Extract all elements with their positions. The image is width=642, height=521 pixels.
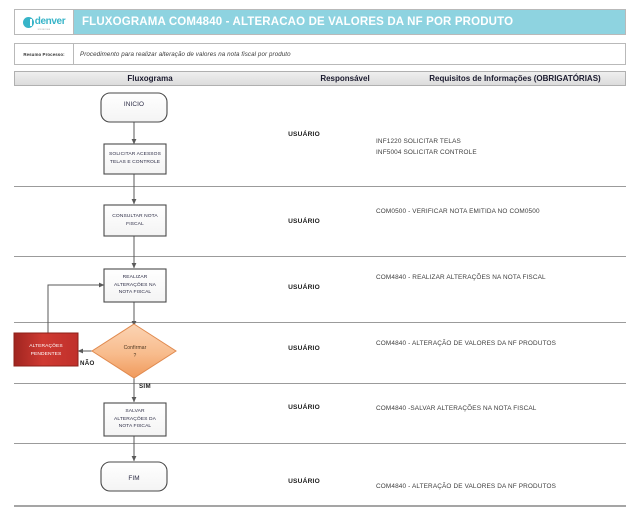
responsavel-row-fim: USUÁRIO: [288, 478, 320, 485]
responsavel-row-inicio: USUÁRIO: [288, 131, 320, 138]
node-realizar-alteracoes: [103, 268, 167, 303]
requisito-line: COM4840 - ALTERAÇÃO DE VALORES DA NF PRO…: [376, 483, 557, 490]
requisitos-row-inicio: INF1220 SOLICITAR TELAS INF5004 SOLICITA…: [376, 136, 634, 158]
requisitos-row-consultar: COM0500 - VERIFICAR NOTA EMITIDA NO COM0…: [376, 206, 634, 217]
flowchart-canvas: [13, 92, 177, 492]
row-separator: [14, 383, 626, 384]
requisitos-row-confirmar: COM4840 - ALTERAÇÃO DE VALORES DA NF PRO…: [376, 338, 634, 349]
node-salvar-alteracoes: [103, 402, 167, 437]
node-solicitar-acessos: [103, 143, 167, 175]
node-consultar-nota-fiscal: [103, 204, 167, 237]
row-separator: [14, 443, 626, 444]
document-title-bar: denver sistemas FLUXOGRAMA COM4840 - ALT…: [14, 9, 626, 35]
branch-label-nao: NÃO: [80, 360, 95, 367]
node-alteracoes-pendentes: [13, 332, 79, 367]
company-logo: denver sistemas: [15, 10, 74, 34]
process-summary-value: Procedimento para realizar alteração de …: [80, 50, 291, 58]
requisitos-row-realizar: COM4840 - REALIZAR ALTERAÇÕES NA NOTA FI…: [376, 272, 634, 283]
requisito-line: COM4840 - REALIZAR ALTERAÇÕES NA NOTA FI…: [376, 274, 546, 281]
row-separator: [14, 256, 626, 257]
table-bottom-border: [14, 505, 626, 507]
page-title: FLUXOGRAMA COM4840 - ALTERACAO DE VALORE…: [82, 16, 514, 28]
column-header-requisitos: Requisitos de Informações (OBRIGATÓRIAS): [429, 74, 601, 83]
requisito-line: COM4840 - ALTERAÇÃO DE VALORES DA NF PRO…: [376, 340, 557, 347]
requisitos-row-salvar: COM4840 -SALVAR ALTERAÇÕES NA NOTA FISCA…: [376, 403, 634, 414]
column-header-responsavel: Responsável: [320, 74, 370, 83]
responsavel-row-realizar: USUÁRIO: [288, 284, 320, 291]
logo-tagline: sistemas: [37, 28, 51, 31]
row-separator: [14, 322, 626, 323]
table-column-headers: Fluxograma Responsável Requisitos de Inf…: [14, 71, 626, 86]
logo-wordmark: denver: [34, 16, 66, 27]
title-banner: FLUXOGRAMA COM4840 - ALTERACAO DE VALORE…: [74, 10, 625, 34]
column-header-fluxograma: Fluxograma: [127, 74, 173, 83]
node-fim: [100, 461, 168, 492]
requisito-line: COM0500 - VERIFICAR NOTA EMITIDA NO COM0…: [376, 208, 540, 215]
requisito-line: INF5004 SOLICITAR CONTROLE: [376, 149, 477, 156]
requisitos-row-fim: COM4840 - ALTERAÇÃO DE VALORES DA NF PRO…: [376, 481, 634, 492]
process-summary-row: Resumo Processo: Procedimento para reali…: [14, 43, 626, 65]
row-separator: [14, 186, 626, 187]
requisito-line: INF1220 SOLICITAR TELAS: [376, 138, 461, 145]
denver-circle-logo-icon: [22, 16, 34, 28]
responsavel-row-consultar: USUÁRIO: [288, 218, 320, 225]
connector-pendentes-loop-realizar: [47, 282, 105, 333]
node-confirmar-decision: [91, 323, 177, 379]
responsavel-row-salvar: USUÁRIO: [288, 404, 320, 411]
process-summary-label: Resumo Processo:: [15, 44, 74, 64]
responsavel-row-confirmar: USUÁRIO: [288, 345, 320, 352]
requisito-line: COM4840 -SALVAR ALTERAÇÕES NA NOTA FISCA…: [376, 405, 537, 412]
node-inicio: [100, 92, 168, 123]
branch-label-sim: SIM: [139, 383, 151, 390]
